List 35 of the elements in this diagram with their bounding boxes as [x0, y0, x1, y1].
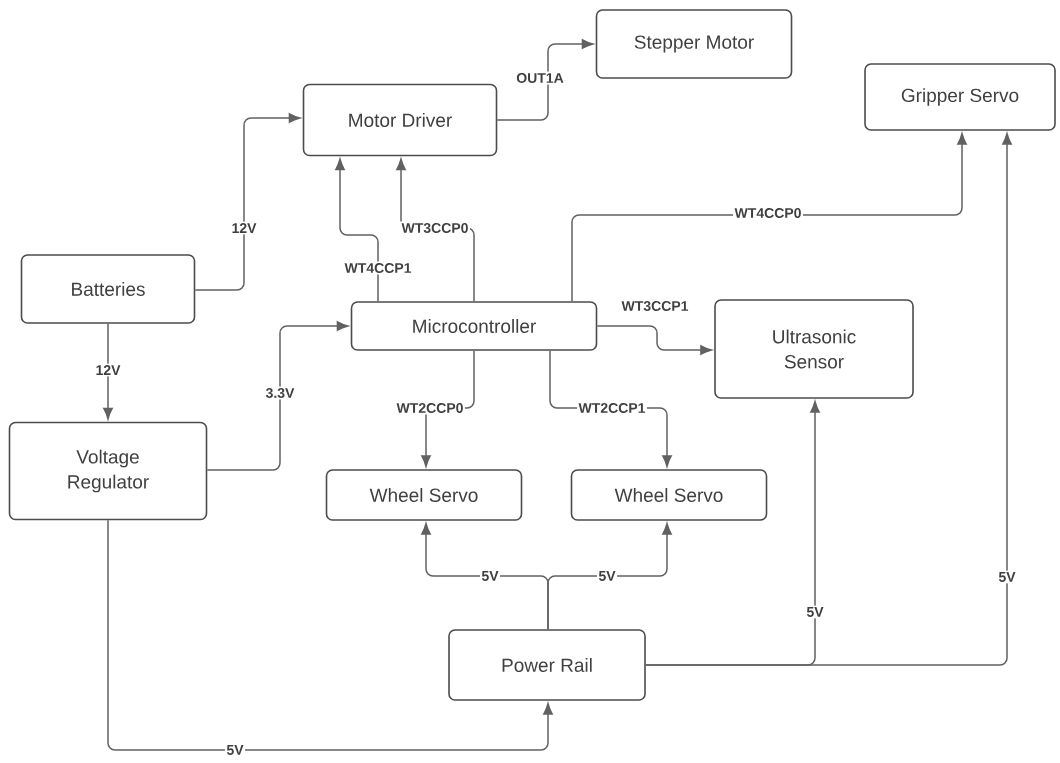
arrow	[596, 325, 712, 355]
arrow	[335, 158, 379, 302]
block-box: Voltage Regulator	[8, 421, 208, 521]
edge-label: 5V	[804, 605, 826, 619]
edge-label: WT4CCP0	[733, 206, 803, 220]
edge-label: OUT1A	[514, 71, 566, 85]
arrow	[496, 39, 594, 121]
arrow	[206, 321, 349, 471]
arrow	[194, 113, 301, 291]
edge-label: 12V	[94, 363, 122, 377]
arrow	[571, 133, 967, 302]
block-box: Stepper Motor	[595, 9, 793, 79]
block-box: Microcontroller	[350, 301, 598, 351]
block-box: Wheel Servo	[570, 469, 768, 521]
edge-label: 3.3V	[264, 386, 296, 400]
edge-label: 5V	[596, 569, 618, 583]
block-box: Wheel Servo	[325, 469, 523, 521]
edge-label: WT2CCP0	[395, 401, 465, 415]
edge-label: 5V	[996, 570, 1018, 584]
block-box: Ultrasonic Sensor	[714, 299, 914, 399]
block-box: Power Rail	[448, 629, 646, 701]
arrow	[107, 519, 553, 751]
edge-label: 5V	[479, 569, 501, 583]
edge-label: 12V	[230, 221, 258, 235]
block-box: Batteries	[20, 254, 196, 324]
arrow	[103, 323, 113, 420]
edge-label: WT3CCP0	[400, 221, 470, 235]
block-box: Gripper Servo	[864, 63, 1056, 131]
edge-label: WT2CCP1	[577, 401, 647, 415]
edge-label: WT3CCP1	[620, 299, 690, 313]
block-box: Motor Driver	[302, 83, 498, 157]
edge-label: WT4CCP1	[343, 261, 413, 275]
arrow	[547, 523, 672, 630]
edge-label: 5V	[224, 743, 246, 757]
arrow	[645, 133, 1012, 666]
